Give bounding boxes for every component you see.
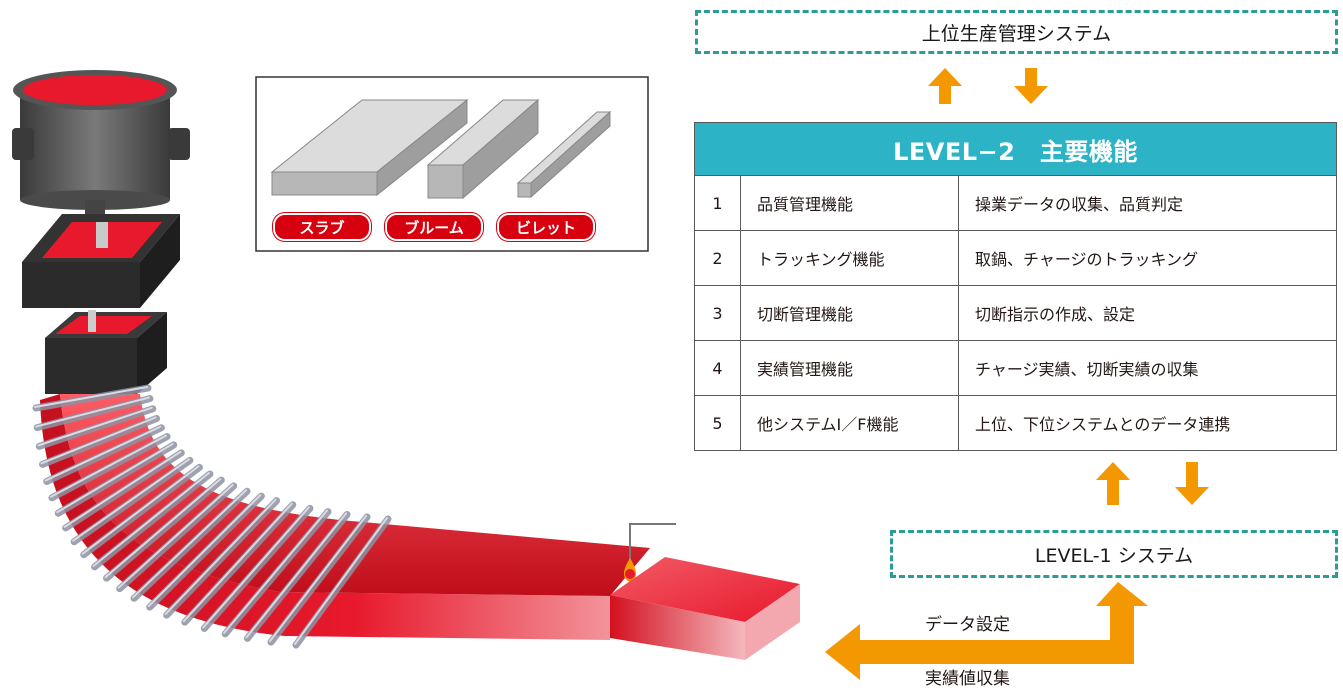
guide-roll bbox=[70, 456, 194, 546]
guide-roll-highlight bbox=[72, 458, 190, 542]
guide-roll bbox=[146, 492, 265, 611]
guide-roll bbox=[80, 463, 203, 559]
guide-rolls bbox=[32, 384, 392, 649]
row-number: 2 bbox=[694, 230, 741, 286]
guide-roll-highlight bbox=[63, 450, 182, 528]
level1-system-box: LEVEL-1 システム bbox=[890, 530, 1338, 578]
guide-roll bbox=[32, 384, 152, 412]
ladle bbox=[12, 70, 190, 218]
tundish bbox=[22, 214, 180, 308]
table-row: 3 切断管理機能 切断指示の作成、設定 bbox=[694, 285, 1337, 341]
guide-roll bbox=[163, 497, 281, 619]
guide-roll bbox=[91, 470, 214, 571]
guide-roll bbox=[33, 395, 154, 432]
guide-roll bbox=[200, 504, 314, 632]
arrow-up-to-upper-system bbox=[928, 68, 962, 104]
guide-roll bbox=[130, 487, 251, 602]
guide-roll bbox=[62, 449, 185, 532]
billet-label: ビレット bbox=[497, 213, 595, 241]
guide-roll bbox=[54, 441, 178, 517]
row-number: 1 bbox=[694, 175, 741, 231]
function-name: トラッキング機能 bbox=[740, 230, 959, 286]
arrow-down-to-level1 bbox=[1175, 462, 1209, 505]
guide-roll-highlight bbox=[182, 502, 293, 623]
guide-roll-highlight bbox=[92, 471, 210, 567]
guide-roll bbox=[221, 508, 332, 638]
guide-roll-highlight bbox=[34, 386, 148, 408]
guide-roll-highlight bbox=[223, 509, 328, 634]
guide-roll bbox=[48, 433, 171, 502]
guide-roll-highlight bbox=[294, 517, 388, 645]
cutting-torch bbox=[623, 523, 676, 582]
guide-roll-highlight bbox=[117, 483, 234, 589]
guide-roll bbox=[292, 515, 392, 649]
guide-roll bbox=[181, 501, 297, 626]
guide-roll bbox=[267, 513, 371, 646]
level2-title: LEVEL−2 主要機能 bbox=[694, 122, 1337, 176]
function-description: 切断指示の作成、設定 bbox=[958, 285, 1337, 341]
guide-roll bbox=[39, 415, 161, 468]
level2-functions-table: LEVEL−2 主要機能 1 品質管理機能 操業データの収集、品質判定 2 トラ… bbox=[694, 122, 1337, 451]
guide-roll bbox=[243, 510, 351, 642]
table-row: 5 他システムI／F機能 上位、下位システムとのデータ連携 bbox=[694, 395, 1337, 451]
guide-roll-highlight bbox=[164, 498, 277, 616]
slab-shape bbox=[270, 98, 469, 197]
guide-roll bbox=[103, 476, 225, 582]
row-number: 5 bbox=[694, 395, 741, 451]
function-description: 取鍋、チャージのトラッキング bbox=[958, 230, 1337, 286]
guide-roll-highlight bbox=[202, 506, 310, 629]
mold bbox=[45, 310, 167, 394]
results-collection-label: 実績値収集 bbox=[925, 669, 1010, 689]
function-name: 切断管理機能 bbox=[740, 285, 959, 341]
function-description: 上位、下位システムとのデータ連携 bbox=[958, 395, 1337, 451]
function-description: 操業データの収集、品質判定 bbox=[958, 175, 1337, 231]
table-row: 4 実績管理機能 チャージ実績、切断実績の収集 bbox=[694, 340, 1337, 396]
guide-roll-highlight bbox=[35, 396, 150, 428]
function-name: 実績管理機能 bbox=[740, 340, 959, 396]
guide-roll-highlight bbox=[81, 465, 200, 555]
slab-label: スラブ bbox=[273, 213, 371, 241]
guide-roll-highlight bbox=[147, 494, 262, 608]
table-row: 1 品質管理機能 操業データの収集、品質判定 bbox=[694, 175, 1337, 231]
guide-roll-highlight bbox=[268, 514, 368, 643]
guide-roll bbox=[35, 405, 157, 450]
guide-roll-highlight bbox=[56, 442, 174, 514]
guide-roll-highlight bbox=[44, 425, 162, 482]
data-setting-label: データ設定 bbox=[925, 615, 1010, 635]
billet-shape bbox=[516, 110, 612, 199]
row-number: 3 bbox=[694, 285, 741, 341]
bloom-label: ブルーム bbox=[385, 213, 483, 241]
guide-roll bbox=[116, 482, 238, 593]
guide-roll-highlight bbox=[132, 489, 248, 599]
guide-roll-highlight bbox=[104, 478, 222, 579]
level1-system-label: LEVEL-1 システム bbox=[1034, 544, 1194, 567]
upper-system-label: 上位生産管理システム bbox=[921, 22, 1112, 45]
bloom-shape bbox=[426, 98, 540, 200]
function-name: 他システムI／F機能 bbox=[740, 395, 959, 451]
guide-roll-highlight bbox=[49, 434, 168, 498]
guide-roll-highlight bbox=[40, 416, 157, 465]
guide-roll-highlight bbox=[245, 512, 348, 639]
arrow-up-to-level2 bbox=[1096, 462, 1130, 505]
cut-slab-piece bbox=[610, 557, 800, 660]
upper-production-system-box: 上位生産管理システム bbox=[695, 10, 1338, 54]
guide-roll bbox=[43, 424, 165, 485]
table-row: 2 トラッキング機能 取鍋、チャージのトラッキング bbox=[694, 230, 1337, 286]
function-name: 品質管理機能 bbox=[740, 175, 959, 231]
arrow-down-from-upper-system bbox=[1014, 68, 1048, 104]
function-description: チャージ実績、切断実績の収集 bbox=[958, 340, 1337, 396]
guide-roll-highlight bbox=[37, 406, 153, 447]
row-number: 4 bbox=[694, 340, 741, 396]
flow-arrow-level1-caster bbox=[825, 582, 1148, 680]
